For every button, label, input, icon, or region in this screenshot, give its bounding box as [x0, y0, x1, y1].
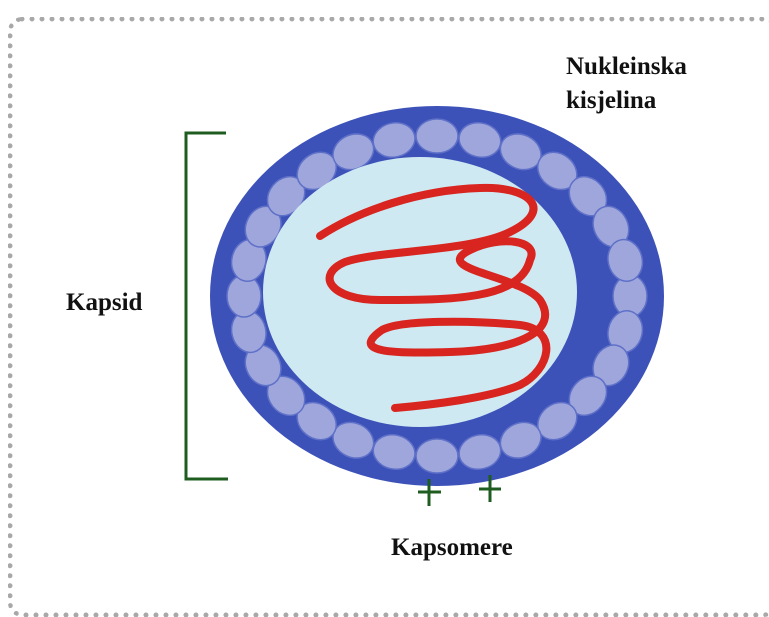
nucleic-acid-label: Nukleinska kisjelina	[566, 50, 687, 118]
nucleic-acid-label-line1: Nukleinska	[566, 50, 687, 84]
capsomere-label: Kapsomere	[391, 531, 513, 565]
capsid-label: Kapsid	[66, 286, 142, 320]
nucleic-acid-label-line2: kisjelina	[566, 84, 687, 118]
capsomere	[416, 439, 458, 473]
capsomere	[416, 119, 458, 153]
